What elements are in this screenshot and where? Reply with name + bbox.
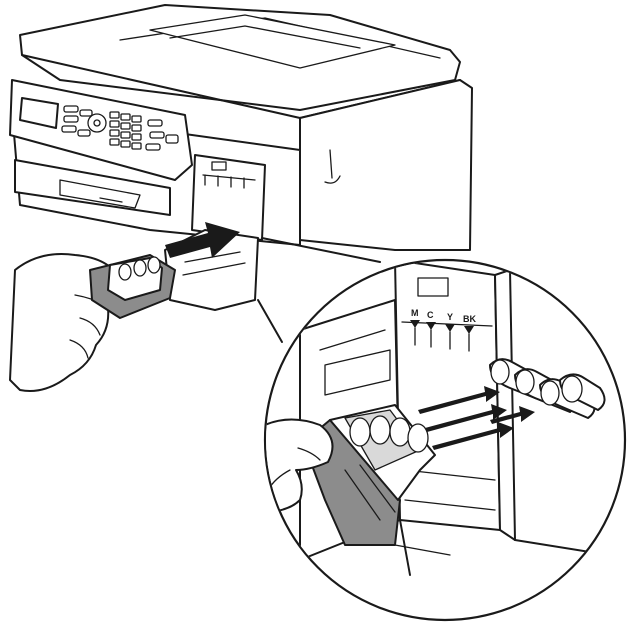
ink-cartridge-icon [309,404,436,546]
slot-marker-cyan: C [426,310,436,348]
cartridge-release-levers [489,358,606,419]
ink-cartridge-icon [89,254,176,319]
arrow-right-icon [418,386,535,450]
slot-label-yellow: Y [447,312,453,322]
slot-marker-yellow: Y [445,312,455,350]
slot-label-black: BK [463,314,476,324]
slot-label-magenta: M [411,308,419,318]
slot-label-cyan: C [427,310,434,320]
zoom-callout-icon: M C Y BK [257,237,627,622]
printer-icon [9,4,473,311]
slot-marker-black: BK [463,314,476,352]
cartridge-slot-markers-small [202,161,256,189]
slot-marker-magenta: M [410,308,420,346]
arrow-right-icon [165,222,240,258]
control-panel-buttons [61,105,179,151]
